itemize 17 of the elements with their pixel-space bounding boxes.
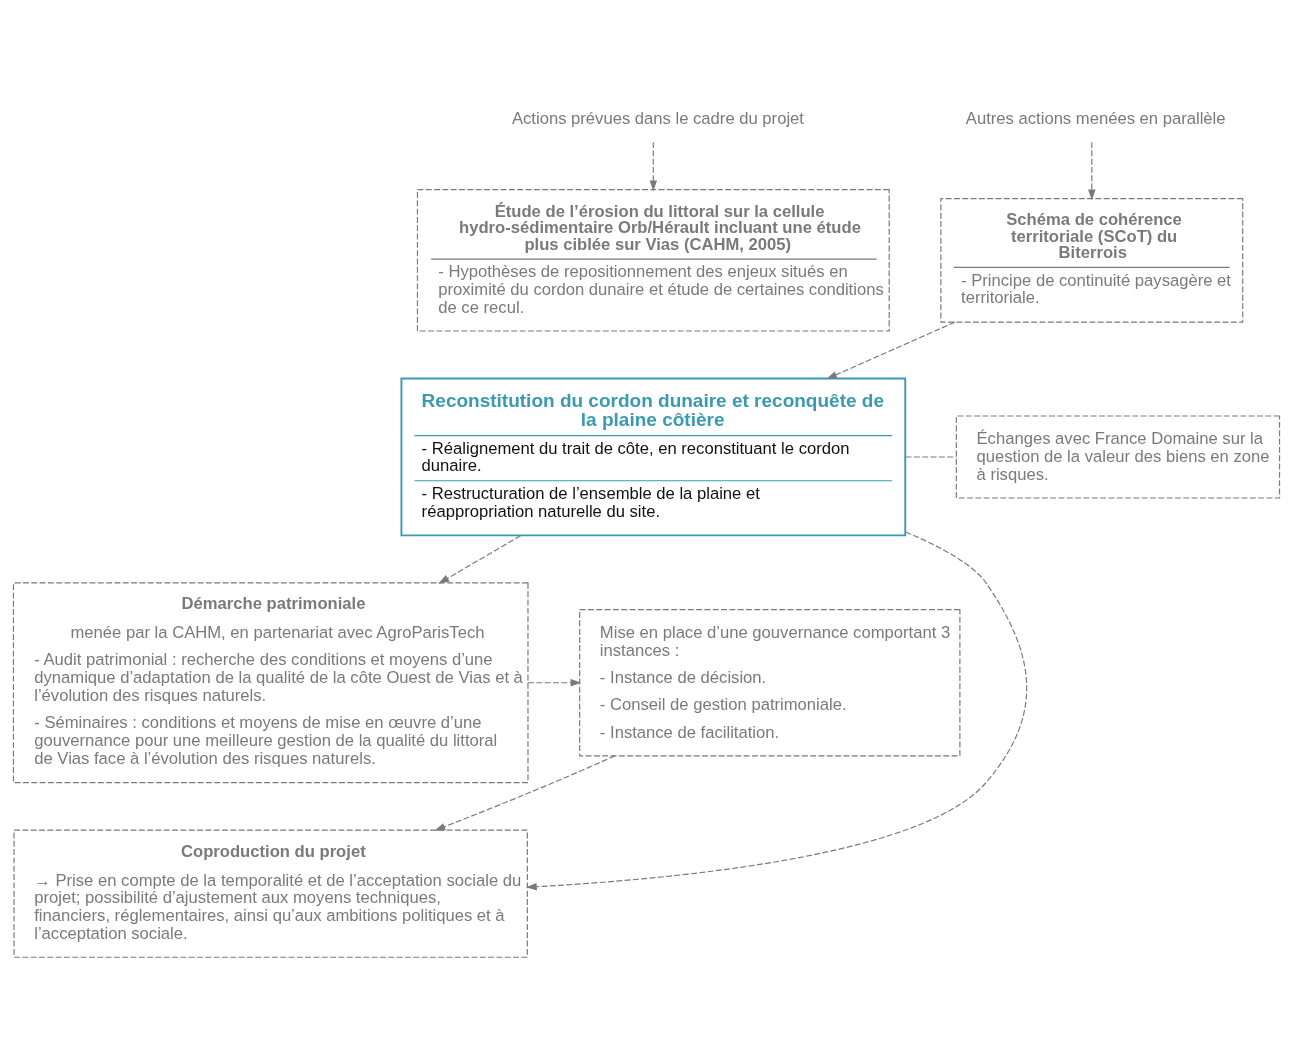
arrow bbox=[438, 534, 522, 584]
arrow bbox=[826, 321, 956, 379]
node-box: Démarche patrimoniale menée par la CAHM, en partenariat avec AgroParisTech - Audit patrimonial : recherche des conditions et moyens d’une dynamique d’adaptation de la qualité de la côte Ouest de Vias et à l’évolution des risques naturels. - Séminaires : conditions et moyens de mise en œuvre d’une gouvernance pour une meilleure gestion de la qualité du littoral de Vias face à l’évolution des risques naturels. bbox=[12, 581, 529, 783]
arrow bbox=[527, 678, 582, 686]
node-box: Schéma de cohérence territoriale (SCoT) du Biterrois - Principe de continuité paysagère et territoriale. bbox=[940, 197, 1244, 323]
node-box: Échanges avec France Domaine sur la question de la valeur des biens en zone à risques. bbox=[955, 414, 1281, 499]
connector bbox=[905, 455, 957, 458]
node-text: Actions prévues dans le cadre du projet bbox=[511, 108, 804, 128]
arrow bbox=[649, 141, 658, 191]
arrow bbox=[526, 530, 1028, 890]
arrow bbox=[1088, 141, 1096, 200]
node-box: Mise en place d’une gouvernance comportant 3 instances : - Instance de décision. - Conseil de gestion patrimoniale. - Instance de facilitation. bbox=[579, 608, 961, 756]
node-text: Autres actions menées en parallèle bbox=[965, 108, 1226, 128]
node-box: Coproduction du projet → Prise en compte de la temporalité et de l’acceptation sociale du projet; possibilité d’ajustement aux moyens techniques, financiers, réglementaires, ainsi qu’aux ambitions politiques et à l’acceptation sociale. bbox=[13, 829, 528, 958]
node-box: Étude de l’érosion du littoral sur la cellule hydro-sédimentaire Orb/Hérault incluant une étude plus ciblée sur Vias (CAHM, 2005) - Hypothèses de repositionnement des enjeux situés en proximité du cordon dunaire et étude de certaines conditions de ce recul. bbox=[416, 188, 890, 332]
arrow bbox=[434, 754, 616, 831]
node-box: Reconstitution du cordon dunaire et reconquête de la plaine côtière - Réalignement du trait de côte, en reconstituant le cordon dunaire. - Restructuration de l’ensemble de la plaine et réappropriation naturelle du site. bbox=[400, 377, 907, 536]
